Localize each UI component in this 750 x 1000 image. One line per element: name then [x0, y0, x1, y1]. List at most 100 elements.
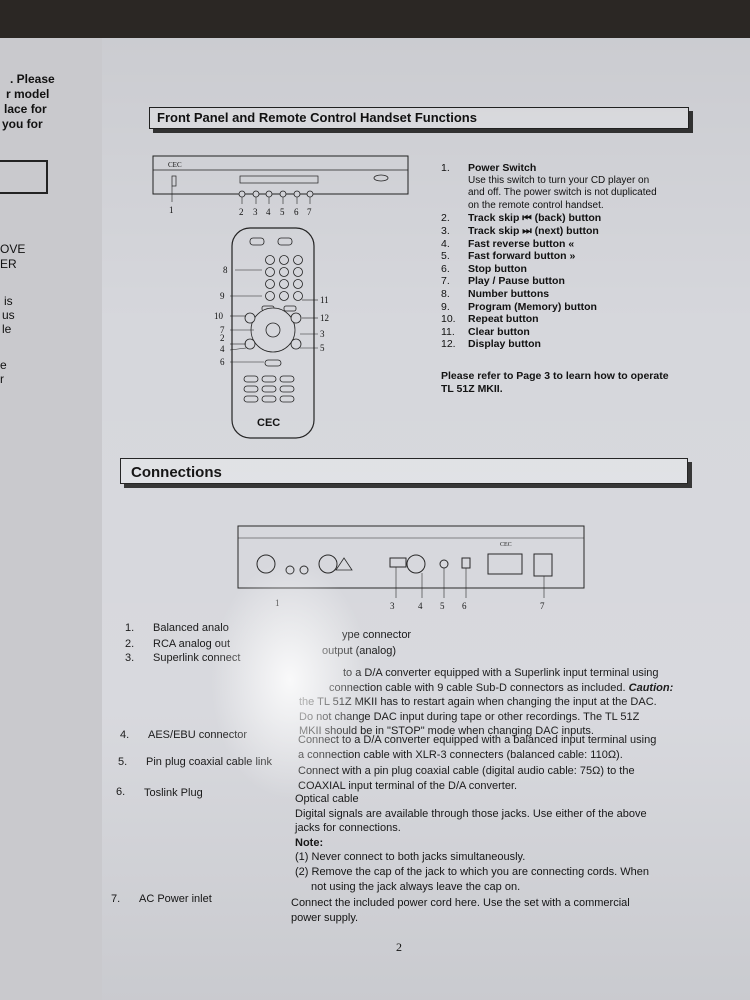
- function-item: 4. Fast reverse button «: [441, 238, 691, 251]
- conn-number: 4.: [120, 729, 130, 741]
- function-label: Fast reverse button «: [468, 237, 575, 250]
- left-page-text: e: [0, 358, 7, 372]
- conn-name: AES/EBU connector: [148, 729, 248, 741]
- function-item: 10.Repeat button: [441, 313, 691, 326]
- function-number: 7.: [441, 275, 450, 288]
- function-number: 6.: [441, 262, 450, 275]
- conn-desc: Optical cable: [295, 793, 359, 805]
- function-label: Program (Memory) button: [468, 300, 597, 313]
- front-callout: 6: [294, 207, 299, 217]
- conn-desc: (1) Never connect to both jacks simultan…: [295, 851, 526, 864]
- remote-callout: 6: [220, 357, 225, 367]
- function-number: 11.: [441, 325, 455, 338]
- conn-desc: not using the jack always leave the cap …: [311, 880, 521, 893]
- function-label: Clear button: [468, 325, 530, 338]
- front-callout: 2: [239, 207, 244, 217]
- left-page-text: is: [4, 294, 13, 308]
- conn-desc: Connect the included power cord here. Us…: [291, 897, 630, 909]
- conn-note-label: Note:: [295, 836, 324, 849]
- function-number: 9.: [441, 300, 450, 313]
- function-label: Power Switch: [468, 162, 537, 174]
- conn-number: 2.: [125, 638, 135, 650]
- conn-desc-block: Connect the included power cord here. Us…: [291, 896, 691, 925]
- conn-desc-block: Connect with a pin plug coaxial cable (d…: [298, 764, 698, 793]
- function-item: 3. Track skip ⏭ (next) button: [441, 225, 691, 238]
- conn-desc: MKII should be in "STOP" mode when chang…: [299, 725, 594, 738]
- function-label: Track skip ⏮ (back) button: [468, 212, 602, 225]
- function-label: Fast forward button »: [468, 250, 576, 263]
- rear-callout: 1: [275, 598, 280, 608]
- function-label: Stop button: [468, 262, 527, 275]
- remote-callout: 2: [220, 333, 225, 343]
- conn-desc: Digital signals are available through th…: [295, 807, 647, 820]
- conn-caution: Caution:: [628, 681, 674, 694]
- rear-callout: 6: [462, 601, 467, 611]
- conn-name: Pin plug coaxial cable link: [146, 756, 272, 768]
- function-number: 5.: [441, 250, 450, 263]
- manual-page: [102, 38, 750, 1000]
- left-page-text: ER: [0, 257, 17, 271]
- left-page-text: . Please: [10, 72, 55, 86]
- remote-callout: 10: [214, 311, 224, 321]
- remote-callout: 11: [320, 295, 329, 305]
- front-callout: 5: [280, 207, 285, 217]
- rear-callout: 3: [390, 601, 395, 611]
- conn-desc-text: connection cable with 9 cable Sub-D conn…: [329, 681, 626, 694]
- conn-name: Superlink connect: [153, 652, 241, 664]
- function-number: 10.: [441, 313, 456, 326]
- function-item: 12. Display button: [441, 338, 691, 351]
- conn-desc: Connect with a pin plug coaxial cable (d…: [298, 765, 635, 777]
- section-heading-functions: Front Panel and Remote Control Handset F…: [157, 110, 477, 125]
- function-item: 6. Stop button: [441, 263, 691, 276]
- conn-desc: a connection cable with XLR-3 connecters…: [298, 748, 623, 761]
- conn-name: Balanced analo: [153, 622, 229, 634]
- function-label: Track skip ⏭ (next) button: [468, 224, 599, 237]
- function-item: 11. Clear button: [441, 326, 691, 339]
- conn-desc: (2) Remove the cap of the jack to which …: [295, 865, 650, 878]
- conn-desc: power supply.: [291, 911, 359, 924]
- conn-name: AC Power inlet: [139, 893, 212, 905]
- function-item: 8.Number buttons: [441, 288, 691, 301]
- left-page-text: r: [0, 372, 4, 386]
- section-heading-connections: Connections: [131, 464, 222, 481]
- conn-desc: jacks for connections.: [295, 822, 401, 835]
- conn-desc: to a D/A converter equipped with a Super…: [343, 667, 659, 679]
- function-desc: and off. The power switch is not duplica…: [468, 187, 657, 199]
- function-number: 3.: [441, 224, 450, 237]
- remote-callout: 12: [320, 313, 329, 323]
- rear-panel-diagram: CEC 1 3 4 5 6 7: [237, 525, 585, 611]
- left-page-text: r model: [6, 87, 50, 101]
- function-desc: Use this switch to turn your CD player o…: [468, 174, 650, 186]
- front-callout: 7: [307, 207, 312, 217]
- function-label: Display button: [468, 338, 541, 351]
- function-number: 12.: [441, 338, 456, 351]
- function-label: Number buttons: [468, 287, 550, 300]
- function-desc: on the remote control handset.: [468, 199, 604, 211]
- conn-desc: COAXIAL input terminal of the D/A conver…: [298, 779, 518, 792]
- function-item: 2. Track skip ⏮ (back) button: [441, 212, 691, 225]
- remote-brand: CEC: [257, 417, 280, 429]
- conn-desc: output (analog): [322, 645, 396, 657]
- function-label: Play / Pause button: [468, 275, 565, 288]
- function-number: 4.: [441, 237, 450, 250]
- remote-callout: 9: [220, 291, 225, 301]
- note-line: Please refer to Page 3 to learn how to o…: [441, 370, 669, 382]
- rear-callout: 7: [540, 601, 545, 611]
- rear-callout: 4: [418, 601, 423, 611]
- function-number: 2.: [441, 212, 450, 225]
- conn-number: 6.: [116, 786, 126, 798]
- remote-callout: 4: [220, 344, 225, 354]
- conn-name: Toslink Plug: [144, 787, 203, 799]
- note-line: TL 51Z MKII.: [441, 383, 503, 395]
- front-callout: 1: [169, 205, 174, 215]
- conn-desc-block: Optical cable Digital signals are availa…: [295, 792, 695, 894]
- left-page-text: you for: [2, 117, 43, 131]
- front-panel-remote-diagram: CEC 1 2 3 4 5 6 7 CEC: [152, 155, 409, 439]
- left-page: [0, 38, 112, 1000]
- section-heading-box: [120, 458, 688, 484]
- front-panel-brand: CEC: [168, 161, 182, 169]
- left-page-box: [0, 160, 48, 194]
- conn-number: 7.: [111, 893, 121, 905]
- conn-number: 3.: [125, 652, 135, 664]
- conn-desc: Connect to a D/A converter equipped with…: [298, 734, 657, 746]
